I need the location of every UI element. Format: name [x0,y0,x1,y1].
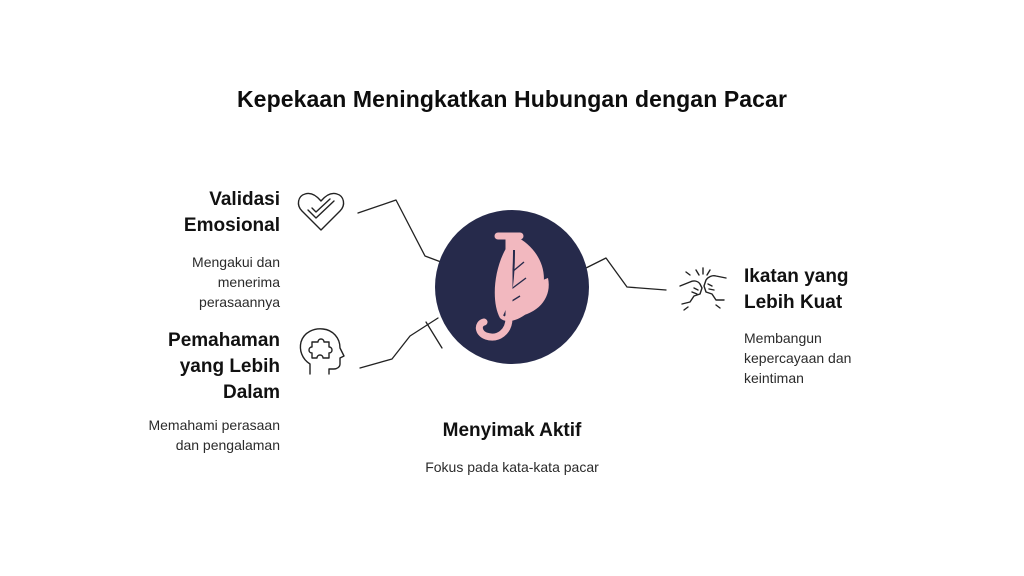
leaf-j-logo-icon [435,210,589,364]
small-leaf [520,278,549,316]
ikatan-desc: Membangun kepercayaan dan keintiman [744,328,894,388]
connector-pemahaman [359,317,439,369]
validasi-desc-line: Mengakui dan [192,254,280,270]
connector-menyimak [425,321,443,349]
j-letter [475,232,524,341]
validasi-title-line: Validasi [209,189,280,210]
pemahaman-desc-line: Memahami perasaan [148,417,280,433]
menyimak-title: Menyimak Aktif [442,420,582,441]
validasi-desc-line: menerima [217,274,280,290]
validasi-title-line: Emosional [183,215,280,236]
validasi-title: Validasi Emosional [150,187,280,239]
menyimak-desc: Fokus pada kata-kata pacar [425,459,599,475]
head-puzzle-icon [299,328,345,375]
connector-ikatan [585,257,667,291]
pemahaman-title-line: yang Lebih [179,356,280,377]
ikatan-title-line: Ikatan yang [744,266,849,287]
connector-validasi [357,199,442,263]
pemahaman-desc: Memahami perasaan dan pengalaman [110,415,280,455]
heart-check-icon [297,192,345,231]
diagram-title: Kepekaan Meningkatkan Hubungan dengan Pa… [236,86,788,112]
pemahaman-title-line: Dalam [222,382,280,403]
ikatan-title-line: Lebih Kuat [744,292,843,313]
ikatan-title: Ikatan yang Lebih Kuat [744,264,884,316]
validasi-desc-line: perasaannya [199,294,280,310]
ikatan-desc-line: Membangun [744,330,822,346]
ikatan-desc-line: kepercayaan dan [744,350,852,366]
pemahaman-title: Pemahaman yang Lebih Dalam [130,328,280,406]
fist-bump-icon [679,267,727,311]
ikatan-desc-line: keintiman [744,370,804,386]
pemahaman-title-line: Pemahaman [168,330,280,351]
validasi-desc: Mengakui dan menerima perasaannya [140,252,280,312]
pemahaman-desc-line: dan pengalaman [175,437,280,453]
